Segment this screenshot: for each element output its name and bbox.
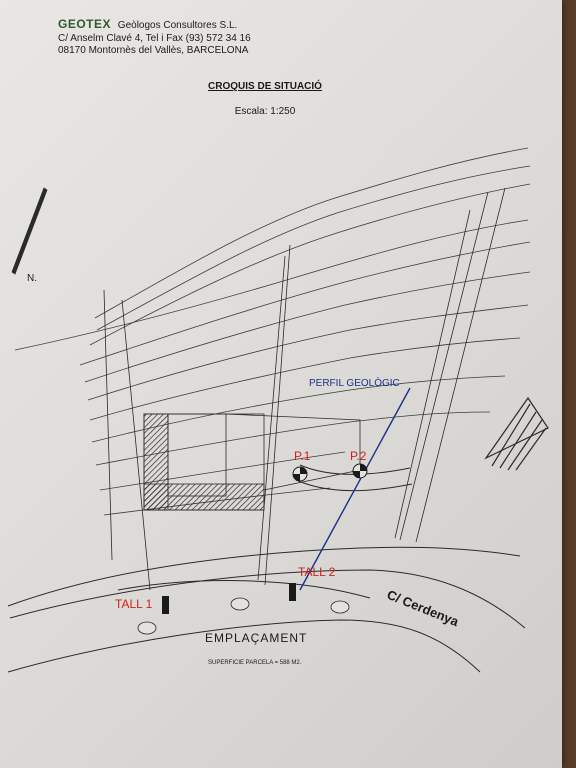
borehole-p1-icon: [292, 466, 308, 482]
borehole-p2-icon: [352, 463, 368, 479]
address-line-1: C/ Anselm Clavé 4, Tel i Fax (93) 572 34…: [58, 32, 251, 44]
north-label: N.: [27, 273, 37, 284]
manhole-markers: [137, 597, 350, 635]
hatched-marker: [484, 396, 549, 471]
parcel-boundary: [103, 187, 506, 591]
building-footprint: [143, 413, 361, 511]
site-plan-drawing: N. PERFIL GEOLÒGIC P.1 P.2 TALL 1 TALL 2…: [7, 147, 549, 673]
geological-profile-line: [299, 387, 411, 591]
emplacament-label: EMPLAÇAMENT: [205, 631, 307, 645]
street-outline: [7, 464, 526, 673]
document-title: CROQUIS DE SITUACIÓ: [208, 81, 322, 92]
superficie-label: SUPERFICIE PARCELA = 588 M2.: [208, 660, 302, 666]
company-logo: GEOTEX: [58, 17, 112, 31]
tall1-label: TALL 1: [115, 597, 153, 611]
street-name-label: C/ Cerdenya: [385, 587, 462, 630]
letterhead: GEOTEX Geòlogos Consultores S.L. C/ Anse…: [58, 18, 251, 58]
perfil-geologic-label: PERFIL GEOLÒGIC: [309, 376, 400, 389]
tall1-marker: [162, 596, 169, 614]
north-arrow-icon: [11, 187, 48, 275]
address-line-2: 08170 Montornès del Vallès, BARCELONA: [58, 45, 249, 56]
p1-label: P.1: [294, 449, 311, 463]
tall2-label: TALL 2: [298, 565, 336, 579]
company-name: Geòlogos Consultores S.L.: [117, 20, 238, 31]
tall2-marker: [289, 583, 296, 601]
p2-label: P.2: [350, 449, 367, 463]
document-sheet: GEOTEX Geòlogos Consultores S.L. C/ Anse…: [0, 0, 562, 768]
scale-label: Escala: 1:250: [234, 106, 296, 117]
